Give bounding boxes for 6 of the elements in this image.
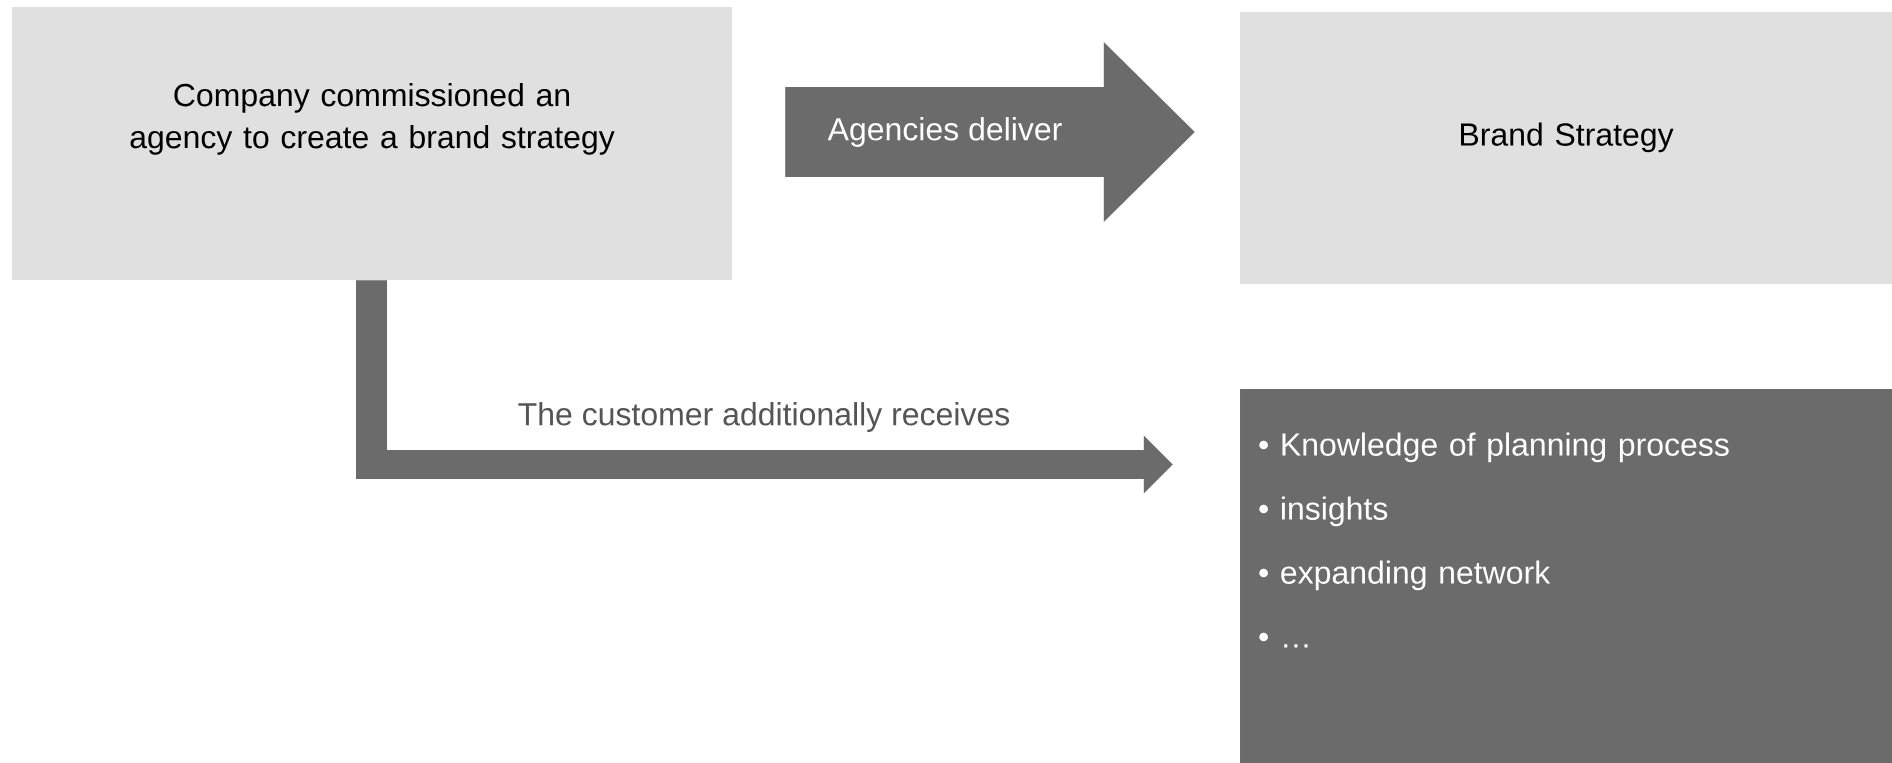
text-box: Brand Strategy	[1240, 12, 1892, 284]
edge-label: Agencies deliver	[825, 115, 1065, 149]
text-box: Company commissioned an agency to create a brand strategy	[12, 7, 732, 280]
elbow-arrow	[356, 280, 1173, 494]
edge-label: The customer additionally receives	[518, 402, 1010, 432]
bullet-list-box: • Knowledge of planning process • insights • expanding network • …	[1240, 389, 1892, 763]
